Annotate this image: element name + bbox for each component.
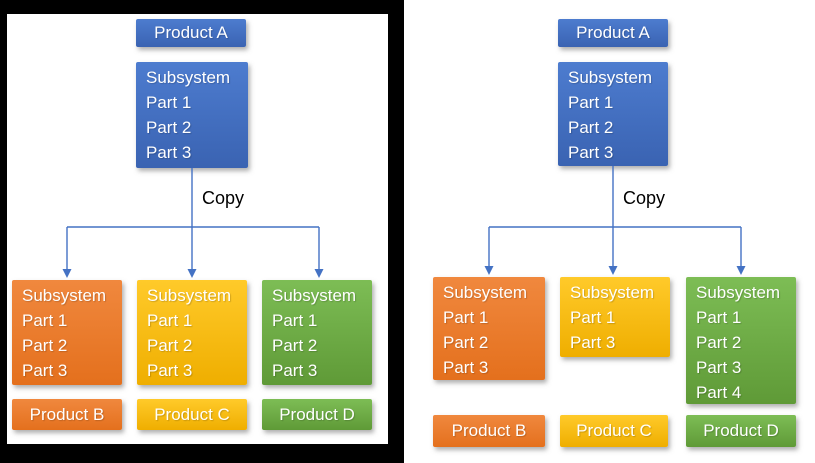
subsystem-title: Subsystem	[22, 286, 107, 305]
subsystem-box-green-right: Subsystem Part 1 Part 2 Part 3 Part 4	[686, 277, 796, 404]
product-b-box-left: Product B	[12, 399, 122, 430]
subsystem-box-orange-left: Subsystem Part 1 Part 2 Part 3	[12, 280, 122, 385]
copy-label-left: Copy	[202, 188, 245, 208]
root-subsystem-box-left: Subsystem Part 1 Part 2 Part 3	[136, 62, 248, 168]
subsystem-part: Part 1	[272, 311, 318, 330]
subsystem-part: Part 2	[696, 333, 742, 352]
subsystem-title: Subsystem	[568, 68, 653, 87]
subsystem-part: Part 2	[22, 336, 68, 355]
subsystem-box-yellow-left: Subsystem Part 1 Part 2 Part 3	[137, 280, 247, 385]
subsystem-title: Subsystem	[272, 286, 357, 305]
product-a-box-right: Product A	[558, 19, 668, 47]
subsystem-title: Subsystem	[443, 283, 528, 302]
subsystem-part: Part 3	[22, 361, 68, 380]
subsystem-part: Part 2	[443, 333, 489, 352]
subsystem-part: Part 1	[443, 308, 489, 327]
subsystem-part: Part 3	[568, 143, 614, 162]
subsystem-part: Part 1	[22, 311, 68, 330]
subsystem-part: Part 2	[147, 336, 193, 355]
subsystem-title: Subsystem	[570, 283, 655, 302]
subsystem-part: Part 3	[147, 361, 193, 380]
product-d-box-left: Product D	[262, 399, 372, 430]
arrowhead-icon	[484, 266, 494, 275]
subsystem-part: Part 3	[146, 143, 192, 162]
product-d-box-right: Product D	[686, 415, 796, 447]
subsystem-part: Part 1	[570, 308, 616, 327]
product-b-box-right: Product B	[433, 415, 545, 447]
subsystem-title: Subsystem	[696, 283, 781, 302]
copy-label-right: Copy	[623, 188, 666, 208]
subsystem-part: Part 3	[696, 358, 742, 377]
product-c-box-left: Product C	[137, 399, 247, 430]
subsystem-part: Part 1	[146, 93, 192, 112]
subsystem-part: Part 1	[568, 93, 614, 112]
subsystem-part: Part 3	[570, 333, 616, 352]
subsystem-part: Part 3	[443, 358, 489, 377]
subsystem-title: Subsystem	[147, 286, 232, 305]
product-a-box-left: Product A	[136, 19, 246, 47]
subsystem-box-yellow-right: Subsystem Part 1 Part 3	[560, 277, 670, 357]
subsystem-part: Part 2	[568, 118, 614, 137]
subsystem-part: Part 3	[272, 361, 318, 380]
subsystem-part: Part 1	[147, 311, 193, 330]
subsystem-box-orange-right: Subsystem Part 1 Part 2 Part 3	[433, 277, 545, 380]
subsystem-title: Subsystem	[146, 68, 231, 87]
copy-arrows-right	[484, 166, 746, 275]
product-c-box-right: Product C	[560, 415, 668, 447]
subsystem-part: Part 4	[696, 383, 742, 402]
subsystem-part: Part 1	[696, 308, 742, 327]
subsystem-box-green-left: Subsystem Part 1 Part 2 Part 3	[262, 280, 372, 385]
subsystem-part: Part 2	[272, 336, 318, 355]
subsystem-part: Part 2	[146, 118, 192, 137]
arrowhead-icon	[736, 266, 746, 275]
root-subsystem-box-right: Subsystem Part 1 Part 2 Part 3	[558, 62, 668, 166]
arrowhead-icon	[608, 266, 618, 275]
